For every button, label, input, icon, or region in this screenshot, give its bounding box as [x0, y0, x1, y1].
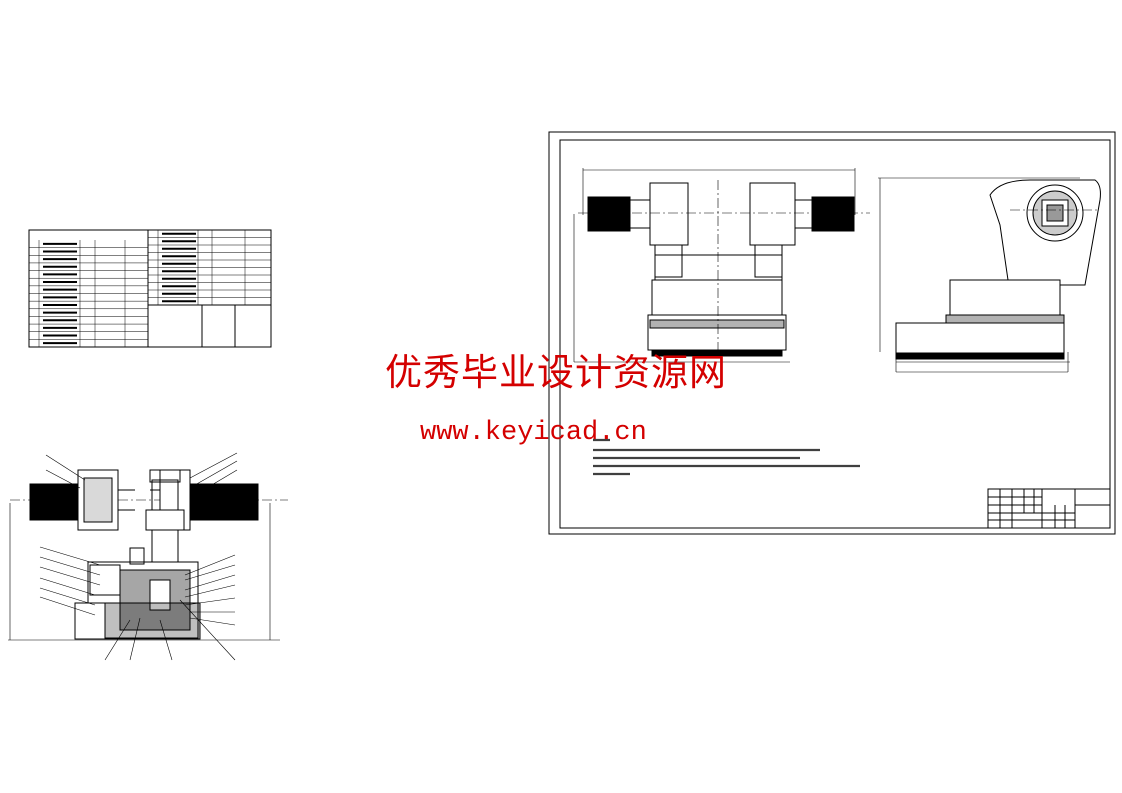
watermark-title: 优秀毕业设计资源网	[385, 351, 727, 394]
side-view	[878, 177, 1101, 373]
watermark-url: www.keyicad.cn	[420, 418, 647, 448]
title-block	[987, 488, 1111, 529]
front-view	[573, 168, 870, 363]
parts-list-table	[28, 229, 272, 348]
drawing-frame	[548, 131, 1116, 535]
technical-notes	[593, 438, 860, 476]
section-view	[8, 452, 288, 661]
